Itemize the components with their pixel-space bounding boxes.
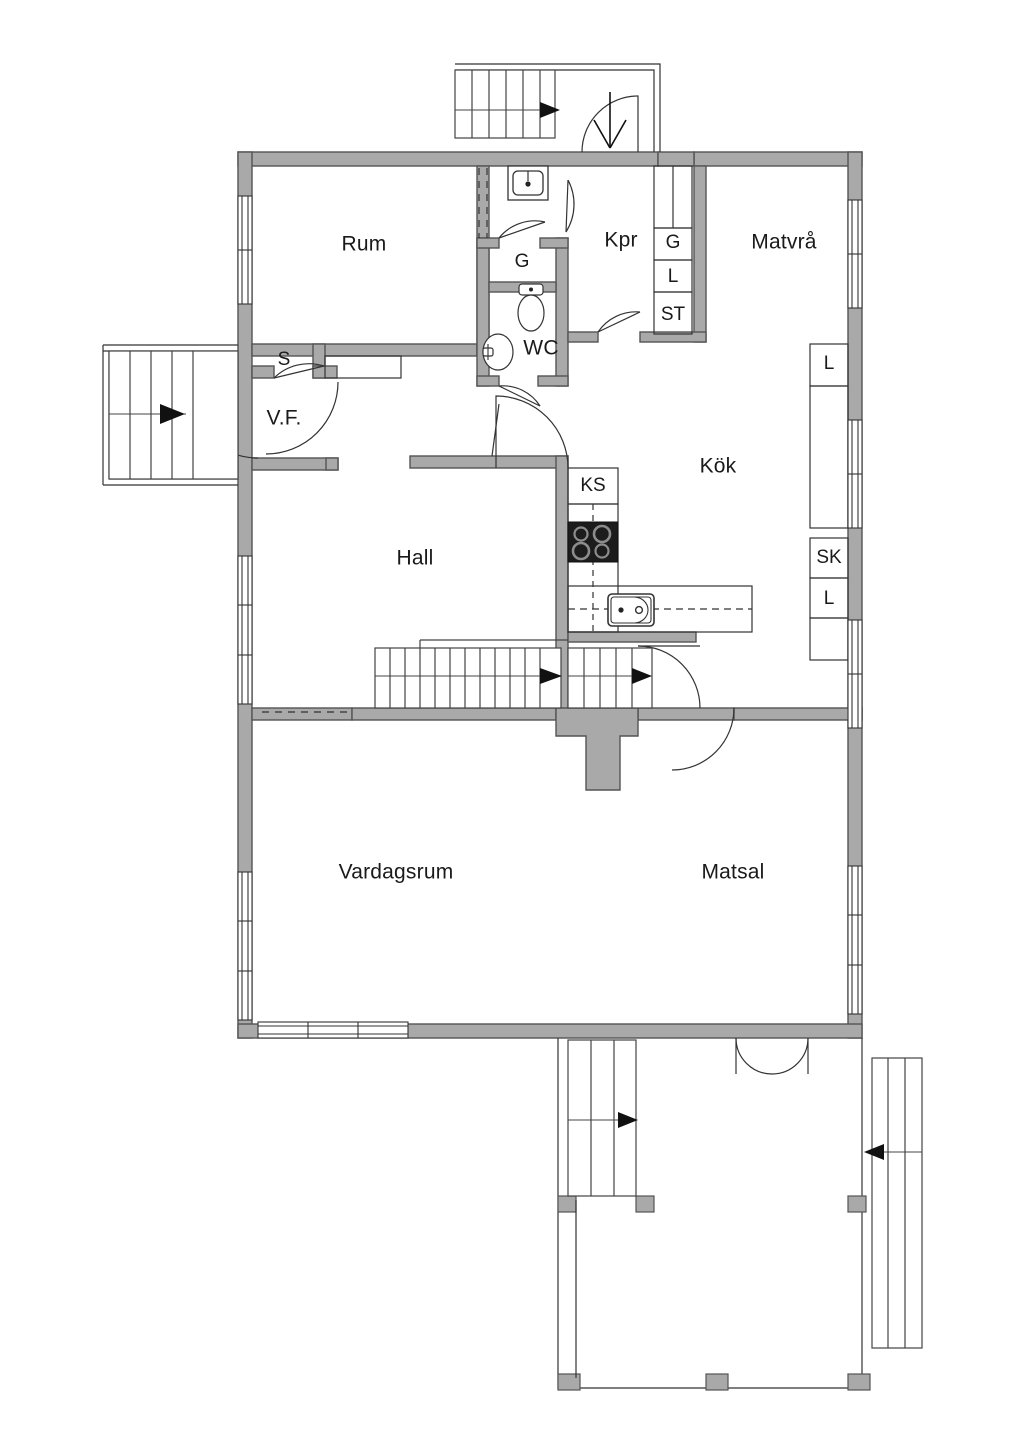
wall-top-left (237, 151, 659, 167)
window-left-2 (237, 555, 253, 705)
closet-kpr-top-box (653, 165, 693, 229)
room-label-vf: V.F. (266, 407, 301, 430)
wall-g-top-left (476, 237, 500, 249)
wall-hall-south-mid (351, 707, 557, 721)
room-label-rum: Rum (342, 233, 387, 256)
terrace-post-mm (635, 1195, 655, 1213)
wall-vf-south (251, 457, 339, 471)
wall-hall-north (409, 455, 569, 469)
closet-label-l-matvra: L (824, 353, 835, 374)
room-label-hall: Hall (397, 547, 434, 570)
door-wc-arc (498, 385, 541, 407)
door-kok-matsal (637, 645, 701, 709)
interior-stair-right (567, 647, 653, 709)
vf-interior-outline (324, 355, 402, 379)
closet-label-g-hall: G (515, 251, 530, 272)
west-landing-outline (102, 344, 238, 486)
door-s-closet (273, 365, 325, 379)
dashed-openings (262, 168, 488, 713)
closet-label-sk-kok: SK (816, 547, 842, 568)
room-label-kpr: Kpr (604, 229, 637, 252)
door-kpr-north-arc (565, 179, 575, 233)
room-label-wc: WC (523, 337, 558, 360)
window-left-1 (237, 195, 253, 305)
door-vf-inner (265, 381, 339, 455)
door-s-closet-arc (273, 363, 325, 379)
wall-top-right (693, 151, 863, 167)
door-hall-corridor (495, 395, 569, 469)
wall-kpr-south-left (567, 331, 599, 343)
closet-label-g-kpr: G (666, 232, 681, 253)
closet-label-ks-kok: KS (580, 475, 605, 496)
closet-label-s: S (278, 349, 291, 370)
entry-stair-west (108, 350, 239, 480)
door-terrace-left (735, 1037, 773, 1075)
wc-sink (482, 333, 514, 371)
interior-stair-main (374, 639, 568, 709)
door-hall-small (491, 403, 500, 457)
stair-shaft-block (555, 707, 639, 791)
closet-labels: S G G L ST L SK L KS (278, 232, 842, 609)
kitchen-sink (607, 593, 655, 627)
wall-kok-south (637, 707, 735, 721)
windows (237, 195, 863, 1039)
terrace-post-bl (557, 1373, 581, 1391)
room-label-vardagsrum: Vardagsrum (339, 861, 454, 884)
room-label-kok: Kök (700, 455, 737, 478)
window-right-4 (847, 865, 863, 1015)
wall-hall-south-left (251, 707, 353, 721)
door-kpr-south-arc (597, 311, 641, 333)
top-landing-outline (455, 63, 661, 152)
room-label-matvra: Matvrå (751, 231, 817, 254)
stairs (108, 69, 923, 1349)
door-g-closet-arc (498, 220, 546, 239)
door-matsal-corridor (671, 707, 735, 771)
closet-label-st-kpr: ST (661, 304, 686, 325)
wall-vf-east (325, 457, 339, 471)
door-kpr-north (565, 179, 569, 233)
wall-counter-strip (567, 631, 697, 643)
room-label-matsal: Matsal (701, 861, 764, 884)
entrance-direction-arrow (593, 92, 627, 149)
closet-col-matvra (809, 385, 849, 529)
window-left-3 (237, 871, 253, 1021)
wall-kpr-east (693, 165, 707, 343)
wash-basin (507, 165, 549, 201)
door-wc (498, 385, 541, 407)
window-right-3 (847, 619, 863, 729)
door-terrace-right (771, 1037, 809, 1075)
closet-col-kok-bot (809, 617, 849, 661)
terrace-post-ml (557, 1195, 577, 1213)
terrace-post-bm (705, 1373, 729, 1391)
wall-kpr-south (639, 331, 707, 343)
closet-label-l-kok: L (824, 588, 835, 609)
wall-wc-bottom-left (476, 375, 500, 387)
window-right-2 (847, 419, 863, 529)
terrace-stair-west (567, 1039, 638, 1197)
fixtures (482, 165, 655, 627)
terrace-post-br (847, 1373, 871, 1391)
closet-label-l-kpr: L (668, 266, 679, 287)
wall-wc-bottom-right (537, 375, 569, 387)
door-g-closet (498, 221, 546, 239)
window-right-1 (847, 199, 863, 309)
wall-top-stub (657, 151, 695, 167)
wall-structure (237, 151, 863, 1039)
terrace-stair-east (864, 1057, 923, 1349)
wall-s-closet-bottom-left (251, 365, 275, 379)
wall-matsal-north (733, 707, 863, 721)
room-labels: Rum Kpr Matvrå WC V.F. Kök Hall Vardagsr… (266, 229, 816, 884)
toilet (517, 283, 545, 332)
door-entry-top (581, 95, 639, 153)
window-bottom-1 (257, 1021, 409, 1039)
wall-g-top-right (539, 237, 569, 249)
entry-stair-top (454, 69, 560, 139)
terrace-post-mr (847, 1195, 867, 1213)
closet-st-kpr-box (653, 291, 693, 335)
door-kpr-south (597, 311, 641, 333)
wall-wcblock-east (555, 237, 569, 387)
stove (567, 521, 619, 563)
